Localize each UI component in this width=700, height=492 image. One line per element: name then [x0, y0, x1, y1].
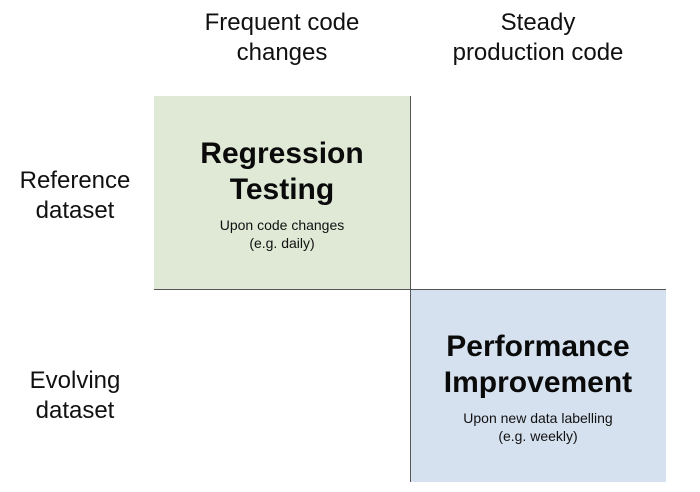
- quadrant-subtitle-line: Upon new data labelling: [463, 410, 613, 426]
- quadrant-title-line: Testing: [229, 173, 335, 206]
- quadrant-subtitle: Upon new data labelling (e.g. weekly): [410, 409, 666, 445]
- quadrant-title-line: Regression: [200, 137, 364, 170]
- column-header-frequent-code-changes: Frequent code changes: [154, 8, 410, 68]
- quadrant-title: Regression Testing: [154, 136, 410, 208]
- column-header-line: production code: [452, 39, 624, 66]
- quadrant-subtitle: Upon code changes (e.g. daily): [154, 216, 410, 252]
- horizontal-divider: [154, 289, 666, 290]
- row-header-reference-dataset: Reference dataset: [0, 166, 150, 226]
- row-header-line: Evolving: [29, 367, 121, 394]
- quadrant-title: Performance Improvement: [410, 329, 666, 401]
- row-header-line: dataset: [35, 397, 115, 424]
- quadrant-subtitle-line: Upon code changes: [219, 217, 345, 233]
- quadrant-performance-improvement: Performance Improvement Upon new data la…: [410, 289, 666, 482]
- column-header-line: Frequent code: [204, 9, 360, 36]
- row-header-line: dataset: [35, 197, 115, 224]
- quadrant-subtitle-line: (e.g. daily): [249, 235, 315, 251]
- quadrant-title-line: Improvement: [443, 366, 633, 399]
- column-header-steady-production-code: Steady production code: [410, 8, 666, 68]
- quadrant-subtitle-line: (e.g. weekly): [498, 428, 578, 444]
- quadrant-title-line: Performance: [446, 330, 630, 363]
- column-header-line: Steady: [500, 9, 576, 36]
- quadrant-regression-testing: Regression Testing Upon code changes (e.…: [154, 96, 410, 289]
- row-header-line: Reference: [19, 167, 131, 194]
- column-header-line: changes: [236, 39, 328, 66]
- row-header-evolving-dataset: Evolving dataset: [0, 366, 150, 426]
